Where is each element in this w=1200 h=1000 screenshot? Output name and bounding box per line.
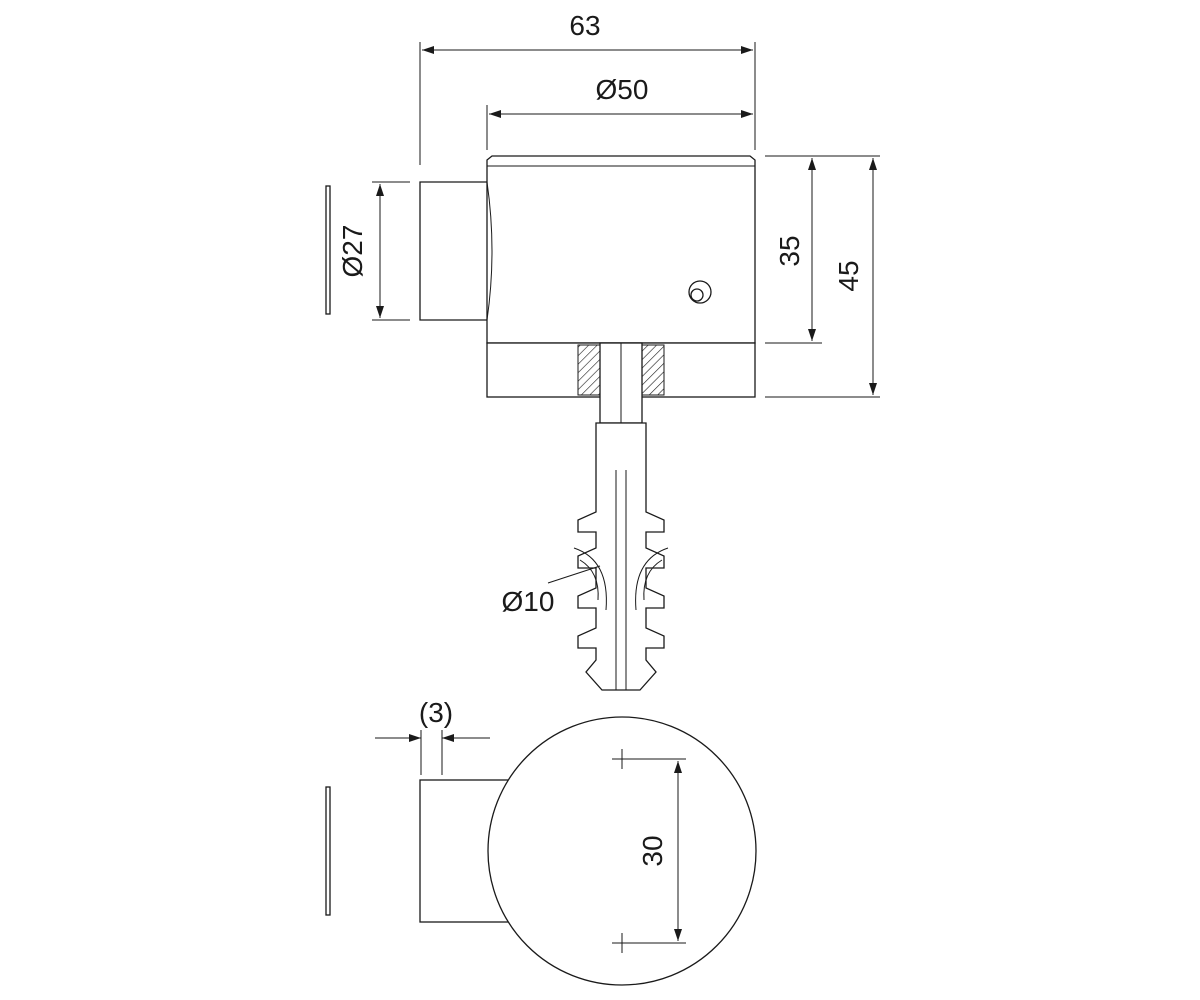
body-left-curve [486,181,493,321]
top-view: (3) 30 [325,697,757,986]
dim-text-hole-spacing: 30 [637,835,668,866]
top-stub [419,779,511,923]
dim-text-offset: (3) [419,697,453,728]
body-upper [486,155,756,344]
set-screw-icon [688,280,712,304]
dim-text-body-height: 35 [774,235,805,266]
stub-cylinder [419,181,493,321]
front-view: 63 Ø50 Ø27 35 45 Ø10 [325,10,880,691]
dim-text-dowel-diameter: Ø10 [502,586,555,617]
dim-text-overall-height: 45 [833,260,864,291]
hatch-right [641,344,665,396]
dim-text-stub-diameter: Ø27 [337,225,368,278]
wall-plate [325,185,331,315]
dim-text-body-diameter: Ø50 [596,74,649,105]
wall-plug-icon [573,422,669,691]
top-body-circle [487,716,757,986]
top-wall-plate [325,786,331,916]
leader-10 [547,565,601,584]
dim-text-overall-length: 63 [569,10,600,41]
hatch-left [577,344,601,396]
